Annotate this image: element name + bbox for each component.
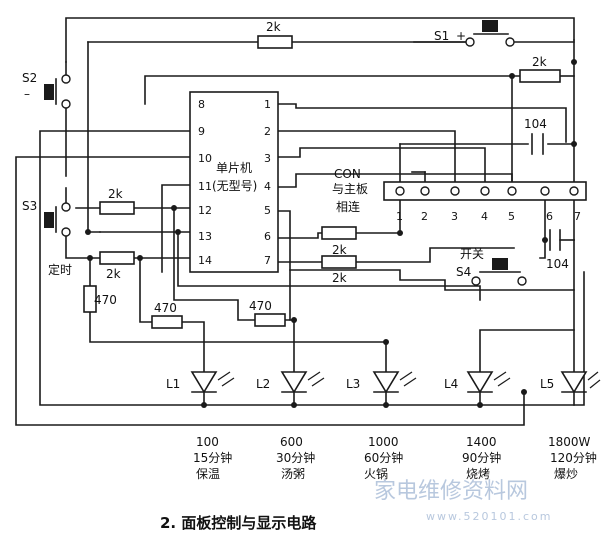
mcu-pin-9: 9 <box>198 125 205 138</box>
mcu-pin-13: 13 <box>198 230 212 243</box>
mcu-pin-3: 3 <box>264 152 271 165</box>
resistor-led2-label: 470 <box>249 299 272 313</box>
resistor-right <box>519 69 561 83</box>
mcu-sublabel: (无型号) <box>212 179 257 193</box>
mcu-pin-14: 14 <box>198 254 212 267</box>
resistor-top <box>257 35 293 49</box>
mcu-pin-2: 2 <box>264 125 271 138</box>
con-pin-5: 5 <box>508 210 515 223</box>
resistor-s3-label: 2k <box>108 187 123 201</box>
con-label-3: 相连 <box>336 199 360 214</box>
led-l1: L1 <box>166 371 235 394</box>
switch-s1-label: S1 <box>434 29 449 43</box>
led-l3: L3 <box>346 371 417 394</box>
led-l5-power: 1800W <box>548 435 591 449</box>
led-l2: L2 <box>256 371 325 394</box>
led-l5-mode: 爆炒 <box>554 467 578 481</box>
mcu-pin-10: 10 <box>198 152 212 165</box>
mcu-pin-4: 4 <box>264 180 271 193</box>
con-pin-2: 2 <box>421 210 428 223</box>
resistor-right-label: 2k <box>532 55 547 69</box>
con-pin-7: 7 <box>574 210 581 223</box>
led-l3-time: 60分钟 <box>364 450 403 465</box>
mcu-chip: 8 9 10 11 12 13 14 1 2 3 4 5 6 7 单片机 (无型… <box>189 91 279 273</box>
led-l3-name: L3 <box>346 377 360 391</box>
led-l5-time: 120分钟 <box>550 450 597 465</box>
led-l4-name: L4 <box>444 377 458 391</box>
led-l3-power: 1000 <box>368 435 399 449</box>
capacitor-1-label: 104 <box>524 117 547 131</box>
switch-s4-note: 开关 <box>460 247 484 261</box>
watermark-text: 家电维修资料网 <box>374 479 528 504</box>
mcu-pin-8: 8 <box>198 98 205 111</box>
mcu-pin-6: 6 <box>264 230 271 243</box>
con-pin-3: 3 <box>451 210 458 223</box>
resistors: 2k 2k 2k 2k 2k 2k 470 470 470 <box>83 20 561 329</box>
mcu-label: 单片机 <box>216 161 252 175</box>
switch-s2-sign: – <box>24 87 30 101</box>
con-label: CON <box>334 167 361 181</box>
led-l1-time: 15分钟 <box>193 450 232 465</box>
capacitors: 104 104 <box>524 117 575 271</box>
led-l5-name: L5 <box>540 377 554 391</box>
capacitor-2-label: 104 <box>546 257 569 271</box>
resistor-pin6-label: 2k <box>332 243 347 257</box>
watermark-url: www.520101.com <box>426 510 552 523</box>
led-descriptions: 100 15分钟 保温 600 30分钟 汤粥 1000 60分钟 火锅 140… <box>193 435 597 481</box>
switch-s3: S3 定时 <box>22 199 72 277</box>
switch-s4-label: S4 <box>456 265 471 279</box>
mcu-pin-7: 7 <box>264 254 271 267</box>
switch-s1: S1 + <box>434 20 515 47</box>
connector-con: 1 2 3 4 5 6 7 CON 与主板 相连 <box>332 167 587 223</box>
led-l1-name: L1 <box>166 377 180 391</box>
watermark: 家电维修资料网 www.520101.com <box>374 479 552 523</box>
led-l3-mode: 火锅 <box>364 466 388 481</box>
led-l4-mode: 烧烤 <box>466 466 490 481</box>
diagram-caption: 2. 面板控制与显示电路 <box>160 514 317 532</box>
resistor-pin14-label: 2k <box>106 267 121 281</box>
led-l2-mode: 汤粥 <box>281 467 305 481</box>
mcu-pin-5: 5 <box>264 204 271 217</box>
junction-dots <box>85 59 577 408</box>
resistor-top-label: 2k <box>266 20 281 34</box>
con-pin-4: 4 <box>481 210 488 223</box>
led-l4-time: 90分钟 <box>462 450 501 465</box>
led-l4-power: 1400 <box>466 435 497 449</box>
resistor-pin14 <box>99 251 135 265</box>
resistor-led1-label: 470 <box>154 301 177 315</box>
resistor-s3 <box>99 201 135 215</box>
resistor-vertical <box>83 285 97 313</box>
con-pin-1: 1 <box>396 210 403 223</box>
resistor-pin7-label: 2k <box>332 271 347 285</box>
led-l2-name: L2 <box>256 377 270 391</box>
con-pin-6: 6 <box>546 210 553 223</box>
switch-s3-note: 定时 <box>48 262 72 277</box>
switch-s2-label: S2 <box>22 71 37 85</box>
led-l5: L5 <box>540 371 601 394</box>
led-l1-power: 100 <box>196 435 219 449</box>
mcu-pin-1: 1 <box>264 98 271 111</box>
resistor-pin6 <box>321 226 357 240</box>
resistor-pin7 <box>321 255 357 269</box>
switch-s4: 开关 S4 <box>456 247 527 286</box>
mcu-pin-11: 11 <box>198 180 212 193</box>
switch-s3-label: S3 <box>22 199 37 213</box>
led-l4: L4 <box>444 371 511 394</box>
led-l1-mode: 保温 <box>196 467 220 481</box>
wires <box>15 17 585 426</box>
con-label-2: 与主板 <box>332 182 368 196</box>
resistor-led1 <box>151 315 183 329</box>
mcu-pin-12: 12 <box>198 204 212 217</box>
led-l2-power: 600 <box>280 435 303 449</box>
resistor-led2 <box>254 313 286 327</box>
switch-s2: S2 – <box>22 71 71 109</box>
resistor-vertical-label: 470 <box>94 293 117 307</box>
led-l2-time: 30分钟 <box>276 450 315 465</box>
switch-s1-sign: + <box>456 29 466 43</box>
